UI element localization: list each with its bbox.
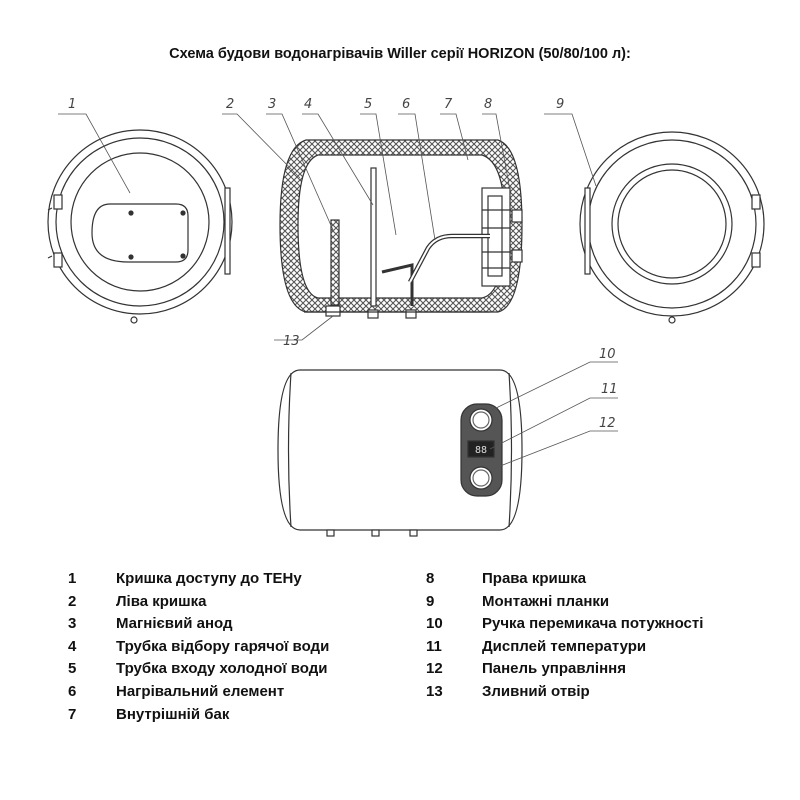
callout-8: 8 xyxy=(484,97,492,112)
heater-access-cover xyxy=(91,203,189,263)
callout-7: 7 xyxy=(444,97,453,112)
callout-11: 11 xyxy=(601,382,618,397)
section-view xyxy=(279,139,523,319)
leader-lines xyxy=(58,113,618,471)
front-view xyxy=(277,369,523,537)
callout-9: 9 xyxy=(556,97,564,112)
callout-13: 13 xyxy=(283,334,300,349)
callout-2: 2 xyxy=(226,97,234,112)
display-digits: 88 xyxy=(475,445,487,456)
callout-6: 6 xyxy=(402,97,410,112)
left-end-view xyxy=(47,129,233,324)
callout-4: 4 xyxy=(304,97,312,112)
callout-5: 5 xyxy=(364,97,372,112)
cold-water-pipe xyxy=(381,263,414,306)
hot-water-pipe xyxy=(370,167,377,307)
diagram-title: Схема будови водонагрівачів Willer серії… xyxy=(169,46,631,62)
drain-hole xyxy=(325,305,341,317)
right-end-view xyxy=(579,131,765,324)
water-heater-diagram: 88 1 2 3 4 5 6 7 8 9 10 11 12 13 xyxy=(47,97,765,537)
callout-10: 10 xyxy=(599,347,616,362)
callout-3: 3 xyxy=(268,97,276,112)
callout-1: 1 xyxy=(68,97,76,112)
magnesium-anode xyxy=(330,219,340,306)
callout-numbers: 1 2 3 4 5 6 7 8 9 10 11 12 13 xyxy=(68,97,618,431)
callout-12: 12 xyxy=(599,416,616,431)
temperature-display xyxy=(467,440,495,458)
